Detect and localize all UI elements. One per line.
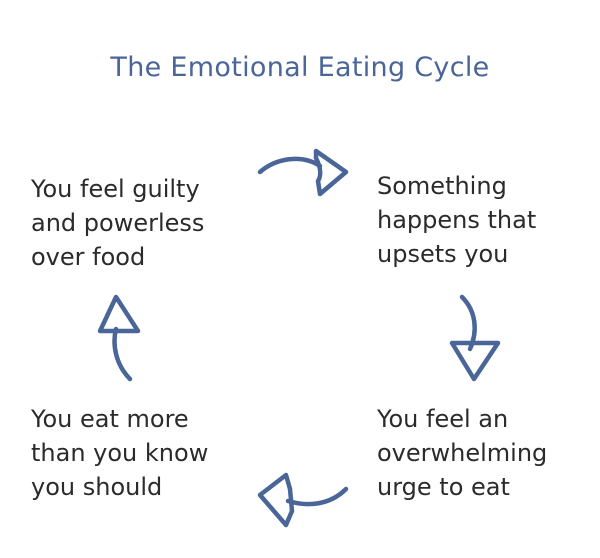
step-text-line: overwhelming [377,439,548,467]
step-text-line: Something [377,172,507,200]
cycle-step-trigger: Something happens that upsets you [377,169,536,271]
curved-arrow-left-icon [257,472,349,528]
step-text-line: happens that [377,206,537,234]
step-text-line: You feel guilty [31,175,200,203]
cycle-step-urge: You feel an overwhelming urge to eat [377,402,547,504]
cycle-step-guilt: You feel guilty and powerless over food [31,172,204,274]
curved-arrow-up-icon [97,294,141,382]
curved-arrow-down-icon [449,294,501,382]
step-text-line: urge to eat [377,473,510,501]
step-text-line: than you know [31,439,209,467]
step-text-line: You eat more [31,405,189,433]
cycle-diagram: You feel guilty and powerless over food … [0,148,600,558]
step-text-line: you should [31,473,163,501]
curved-arrow-right-icon [257,148,349,197]
cycle-step-overeat: You eat more than you know you should [31,402,208,504]
step-text-line: You feel an [377,405,509,433]
step-text-line: over food [31,243,146,271]
step-text-line: upsets you [377,240,509,268]
diagram-title: The Emotional Eating Cycle [110,52,490,83]
step-text-line: and powerless [31,209,205,237]
